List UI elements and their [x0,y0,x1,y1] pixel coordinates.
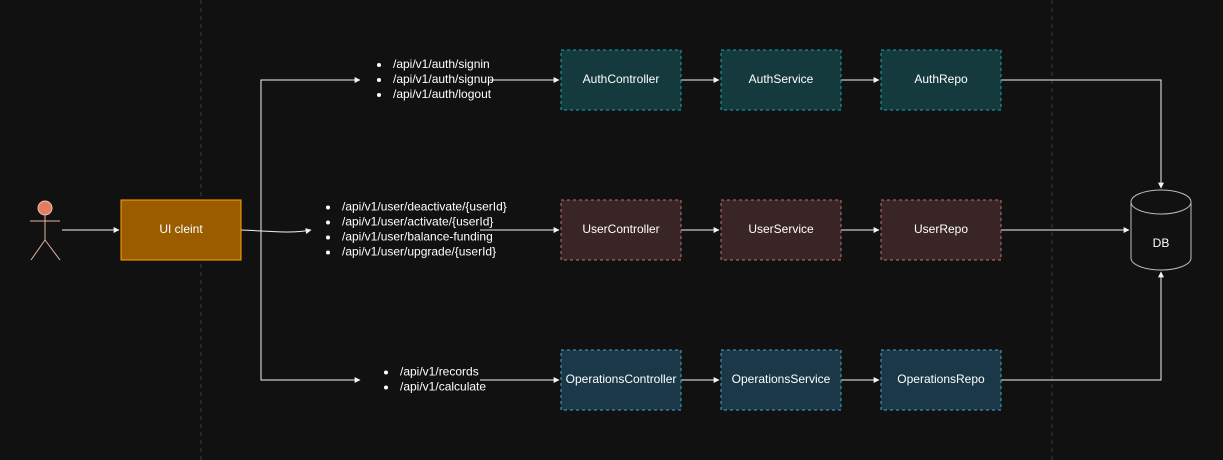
auth-repo-node[interactable]: AuthRepo [880,49,1002,111]
ops-repo-label: OperationsRepo [897,372,985,386]
ui-client-label: UI cleint [159,222,203,236]
auth-controller-label: AuthController [583,72,660,86]
user-service-label: UserService [748,222,814,236]
edge-ops-repo-to-db [1001,271,1164,381]
bullet-icon [326,235,330,240]
user-endpoint-item: /api/v1/user/upgrade/{userId} [342,245,496,259]
edge-client-to-user-endpoints [240,228,312,234]
auth-controller-node[interactable]: AuthController [560,49,682,111]
db-label: DB [1153,236,1170,250]
bullet-icon [384,370,388,375]
user-repo-box [880,199,1002,261]
auth-service-box [720,49,842,111]
lane-ops: /api/v1/records/api/v1/calculate Operatio… [384,349,1002,411]
user-icon [30,200,61,261]
user-service-box [720,199,842,261]
ops-service-node[interactable]: OperationsService [720,349,842,411]
auth-endpoint-item: /api/v1/auth/signup [393,72,494,86]
bullet-icon [384,385,388,390]
user-actor[interactable] [30,200,61,261]
user-endpoint-list: /api/v1/user/deactivate/{userId}/api/v1/… [326,200,507,259]
database-icon [1130,189,1192,271]
ops-service-box [720,349,842,411]
auth-service-node[interactable]: AuthService [720,49,842,111]
db-node[interactable]: DB [1130,189,1192,271]
lane-user: /api/v1/user/deactivate/{userId}/api/v1/… [326,199,1002,261]
edge-client-to-auth-endpoints [260,77,361,230]
auth-endpoint-list: /api/v1/auth/signin/api/v1/auth/signup/a… [377,57,494,101]
user-repo-node[interactable]: UserRepo [880,199,1002,261]
bullet-icon [377,93,381,97]
bullet-icon [326,220,330,225]
lanes-layer: /api/v1/auth/signin/api/v1/auth/signup/a… [326,49,1002,411]
bullet-icon [377,78,381,82]
ops-endpoint-list: /api/v1/records/api/v1/calculate [384,365,486,394]
auth-endpoint-item: /api/v1/auth/logout [393,87,492,101]
auth-service-label: AuthService [749,72,814,86]
ops-repo-node[interactable]: OperationsRepo [880,349,1002,411]
edge-auth-repo-to-db [1001,79,1164,189]
user-endpoint-item: /api/v1/user/activate/{userId} [342,215,493,229]
ops-repo-box [880,349,1002,411]
ui-client-box [120,199,242,261]
user-service-node[interactable]: UserService [720,199,842,261]
auth-repo-box [880,49,1002,111]
user-repo-label: UserRepo [914,222,968,236]
auth-repo-label: AuthRepo [914,72,968,86]
edge-client-to-ops-endpoints [260,230,361,383]
user-controller-box [560,199,682,261]
lane-auth: /api/v1/auth/signin/api/v1/auth/signup/a… [377,49,1002,111]
ops-endpoint-item: /api/v1/records [400,365,479,379]
bullet-icon [326,250,330,255]
user-endpoint-item: /api/v1/user/balance-funding [342,230,493,244]
ops-controller-label: OperationsController [566,372,677,386]
auth-endpoint-item: /api/v1/auth/signin [393,57,490,71]
ui-client-node[interactable]: UI cleint [120,199,242,261]
auth-controller-box [560,49,682,111]
user-controller-node[interactable]: UserController [560,199,682,261]
user-controller-label: UserController [582,222,659,236]
ops-controller-node[interactable]: OperationsController [560,349,682,411]
edges-layer [62,77,1164,383]
ops-service-label: OperationsService [732,372,831,386]
ops-endpoint-item: /api/v1/calculate [400,380,486,394]
user-endpoint-item: /api/v1/user/deactivate/{userId} [342,200,507,214]
bullet-icon [326,205,330,210]
ops-controller-box [560,349,682,411]
bullet-icon [377,63,381,67]
